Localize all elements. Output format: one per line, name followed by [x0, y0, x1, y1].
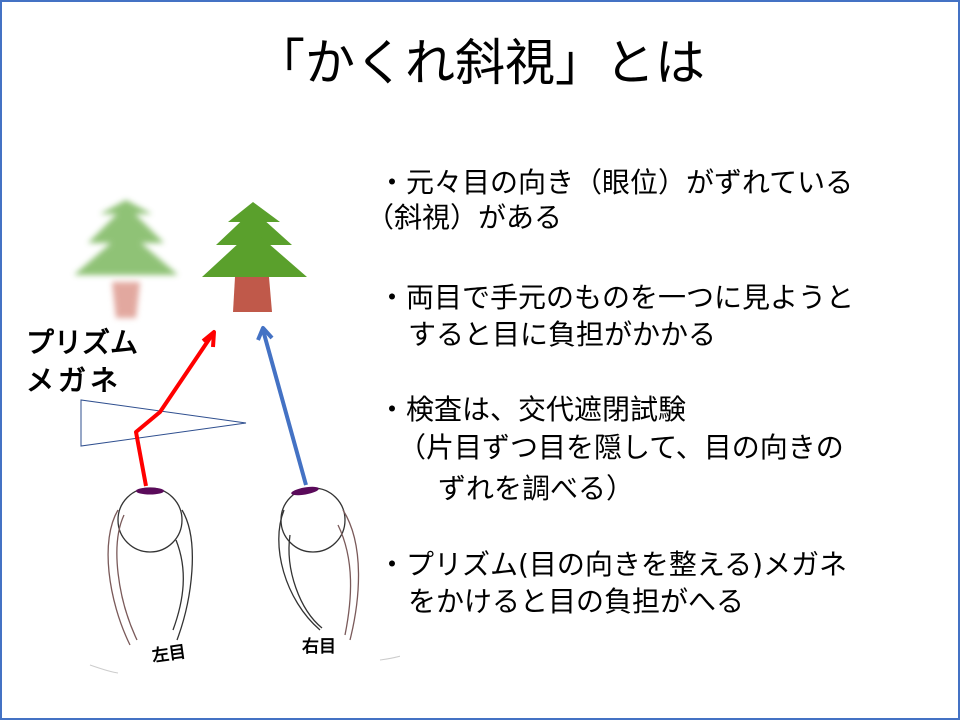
bullet-3-line-3: ずれを調べる）	[438, 472, 635, 505]
bullet-2-line-1: ・両目で手元のものを一つに見ようと	[378, 281, 855, 314]
left-eye-label: 左目	[151, 641, 188, 667]
prism-glasses-label-line-2: メガネ	[26, 364, 123, 397]
tree	[202, 202, 307, 312]
bullet-2-line-2: すると目に負担がかかる	[408, 318, 717, 351]
decorative-arc-right	[379, 655, 400, 661]
right-eye-label: 右目	[302, 636, 336, 657]
bullet-3-line-2: （片目ずつ目を隠して、目の向きの	[398, 431, 844, 464]
prism-glass	[80, 399, 247, 447]
bullet-1-line-2: （斜視）がある	[366, 201, 563, 234]
slide-title: 「かくれ斜視」とは	[255, 34, 705, 92]
strabismus-illustration: 左目 右目	[74, 200, 400, 674]
left-eye	[107, 487, 193, 646]
left-eye-sight-arrow	[134, 330, 216, 487]
decorative-arc	[89, 664, 119, 674]
bullet-4-line-1: ・プリズム(目の向きを整える)メガネ	[378, 548, 848, 581]
right-eye	[278, 486, 360, 641]
bullet-1-line-1: ・元々目の向き（眼位）がずれている	[378, 166, 854, 199]
prism-glasses-label-line-1: プリズム	[26, 326, 139, 359]
right-eye-sight-arrow	[256, 326, 308, 486]
bullet-4-line-2: をかけると目の負担がへる	[408, 585, 745, 618]
bullet-3-line-1: ・検査は、交代遮閉試験	[378, 393, 687, 426]
blurred-tree	[74, 200, 178, 318]
